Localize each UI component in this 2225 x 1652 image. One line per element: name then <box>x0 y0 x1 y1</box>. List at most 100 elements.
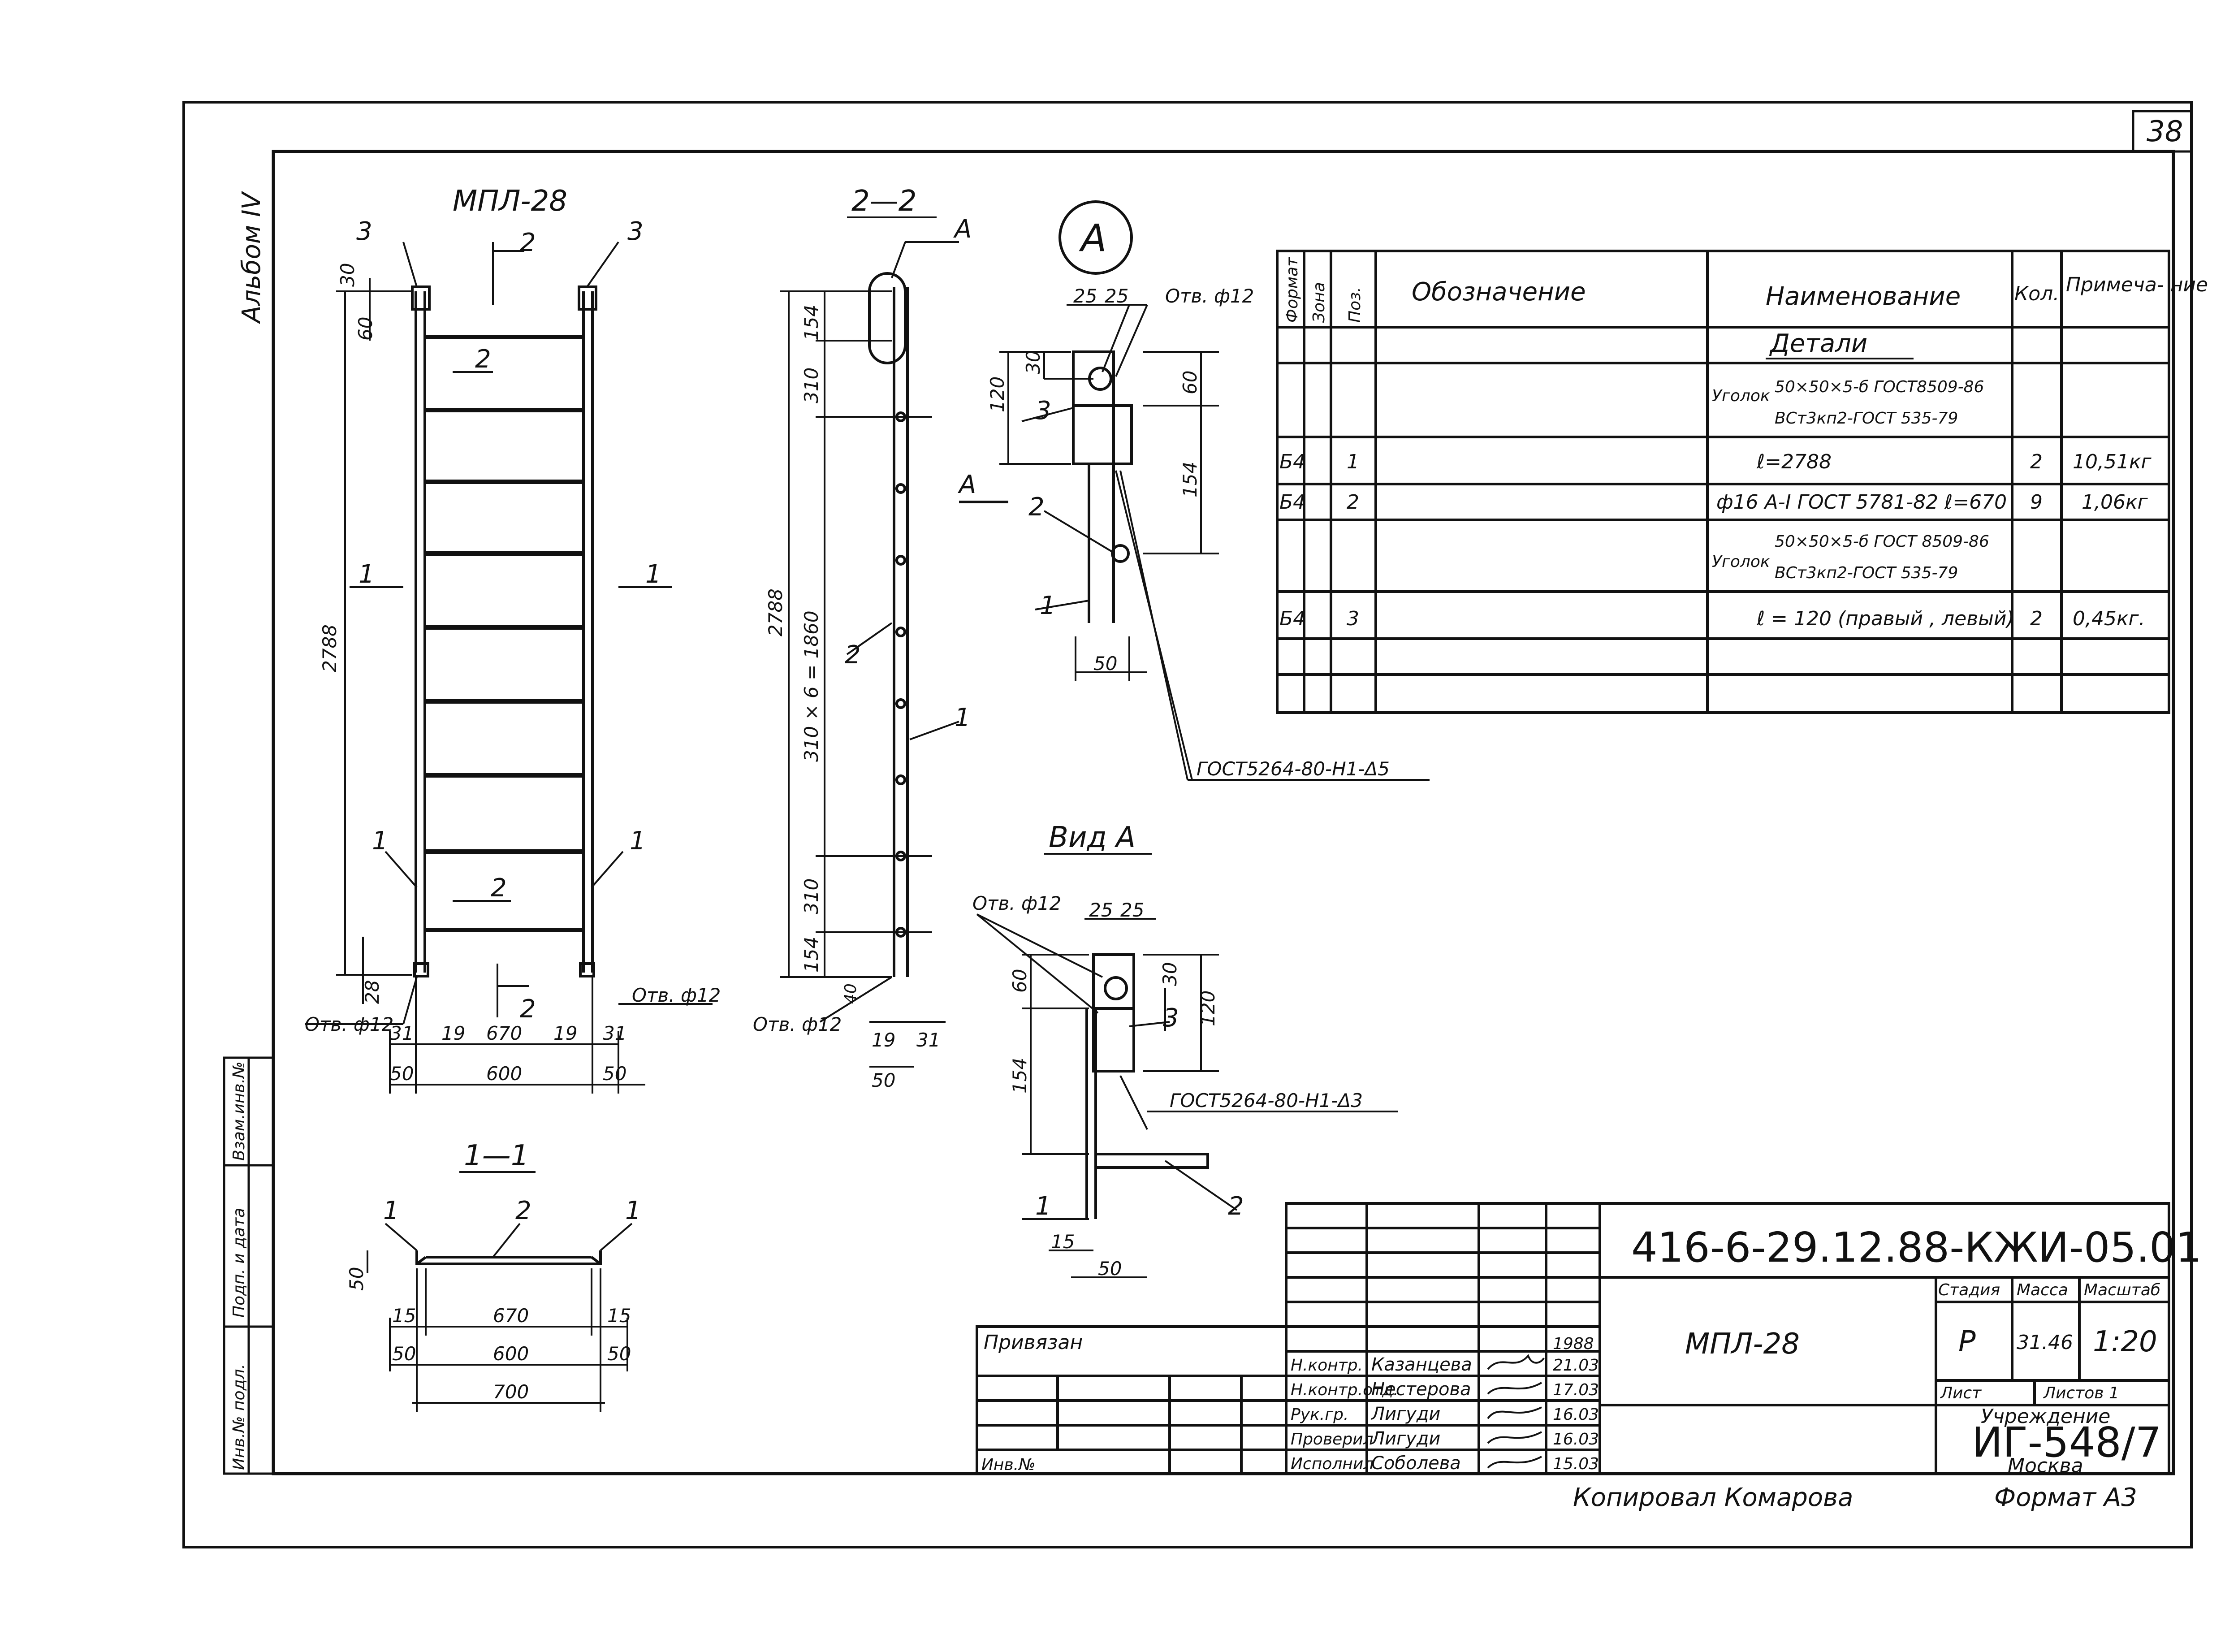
sheet-number: 38 <box>2147 115 2183 148</box>
dim-120-view: 120 <box>1197 990 1219 1026</box>
hole-note-right: Отв. ф12 <box>632 984 721 1006</box>
view-a-title: Вид А <box>1049 821 1136 854</box>
dim-50-left: 50 <box>390 1063 414 1085</box>
pos-3-left: 3 <box>356 217 372 246</box>
person-4-name: Лигуди <box>1370 1428 1440 1449</box>
hole-note-left: Отв. ф12 <box>305 1013 393 1035</box>
person-2-name: Нестерова <box>1371 1379 1471 1400</box>
title-org-1: Учреждение <box>1981 1405 2110 1428</box>
detail-a-view <box>1072 350 1133 623</box>
ladder-rungs <box>425 335 583 932</box>
dim-310-s22-top: 310 <box>800 368 822 403</box>
title-scale: 1:20 <box>2093 1325 2157 1358</box>
dim-50-s11-left: 50 <box>392 1343 416 1365</box>
hole-note-view: Отв. ф12 <box>972 892 1061 914</box>
dim-25b-detail: 25 <box>1105 285 1128 307</box>
ladder-elevation <box>411 285 597 977</box>
weld-note-2: ГОСТ5264-80-Н1-Δ3 <box>1170 1090 1363 1111</box>
dim-154-detail: 154 <box>1179 462 1201 497</box>
section-22-view <box>868 272 909 977</box>
dim-15-view: 15 <box>1051 1231 1075 1253</box>
title-mass-label: Масса <box>2017 1281 2068 1299</box>
signatures <box>1487 1354 1545 1469</box>
dim-50-right: 50 <box>603 1063 626 1085</box>
dim-50-s11-right: 50 <box>607 1343 631 1365</box>
dim-310-s22-bottom: 310 <box>800 878 822 914</box>
sheet-number-box <box>2132 110 2193 153</box>
dim-50-detail: 50 <box>1093 653 1117 675</box>
title-name: МПЛ-28 <box>1685 1328 1800 1361</box>
person-5-role: Исполнил <box>1291 1455 1374 1473</box>
title-org-2: ИГ-548/7 <box>1972 1418 2161 1466</box>
pos-3-right: 3 <box>627 217 644 246</box>
spec-row3-note: 1,06кг <box>2082 491 2148 514</box>
person-5-name: Соболева <box>1371 1453 1461 1474</box>
title-sheets-label: Листов 1 <box>2043 1384 2119 1402</box>
dim-60-main: 60 <box>354 317 376 341</box>
main-dim-lines <box>305 241 713 1094</box>
pos-2-top: 2 <box>475 345 491 374</box>
person-5-date: 15.03 <box>1553 1455 1599 1473</box>
dim-25a-detail: 25 <box>1073 285 1097 307</box>
dim-310x6-s22: 310 × 6 = 1860 <box>800 610 822 762</box>
spec-row4-name2: ВСт3кп2-ГОСТ 535-79 <box>1775 564 1958 582</box>
person-2-date: 17.03 <box>1553 1381 1599 1399</box>
dim-28-main: 28 <box>361 980 383 1004</box>
pos-3-detail: 3 <box>1035 396 1051 425</box>
dim-154-s22-top: 154 <box>800 305 822 341</box>
title-org-3: Москва <box>2008 1454 2083 1477</box>
section-mark-bottom: 2 <box>520 995 536 1024</box>
pos-1-left: 1 <box>372 826 388 856</box>
spec-row2-name: ℓ=2788 <box>1756 450 1832 473</box>
spec-section-title: Детали <box>1769 329 1867 358</box>
side-stamp <box>223 1056 275 1475</box>
dim-600-main: 600 <box>486 1063 522 1085</box>
person-3-name: Лигуди <box>1370 1404 1440 1424</box>
dim-2788-main: 2788 <box>319 624 341 672</box>
person-4-role: Проверил <box>1291 1430 1374 1449</box>
dim-154-s22-bottom: 154 <box>800 937 822 973</box>
dim-154-view: 154 <box>1009 1058 1031 1094</box>
spec-row3-pos: 2 <box>1347 491 1359 514</box>
dim-50-s11-vert: 50 <box>346 1267 367 1291</box>
dim-600-s11: 600 <box>493 1343 529 1365</box>
dim-25a-view: 25 <box>1089 899 1113 921</box>
detail-a-circle <box>1058 200 1133 275</box>
dim-19-left: 19 <box>441 1022 465 1044</box>
pos-2-view: 2 <box>1228 1192 1244 1221</box>
dim-31-left: 31 <box>390 1022 414 1044</box>
section-mark-1-left: 1 <box>359 560 375 589</box>
hole-note-s22: Отв. ф12 <box>753 1013 842 1035</box>
spec-row1-name1: 50×50×5-б ГОСТ8509-86 <box>1775 378 1984 396</box>
weld-note-1: ГОСТ5264-80-Н1-Δ5 <box>1197 758 1390 780</box>
section-mark-top: 2 <box>520 228 536 257</box>
pos-1-view: 1 <box>1035 1192 1051 1221</box>
spec-row3-name: ф16 А-I ГОСТ 5781-82 ℓ=670 <box>1716 491 2007 514</box>
pos-2-s11: 2 <box>515 1196 531 1225</box>
title-privyazan: Привязан <box>984 1331 1083 1354</box>
title-stage: Р <box>1958 1325 1976 1358</box>
dim-25b-view: 25 <box>1120 899 1144 921</box>
title-year: 1988 <box>1553 1335 1594 1353</box>
spec-row5-qty: 2 <box>2030 607 2043 630</box>
dim-670-s11: 670 <box>493 1305 529 1327</box>
spec-header-zone: Зона <box>1310 282 1328 323</box>
spec-row2-qty: 2 <box>2030 450 2043 473</box>
side-stamp-replace: Взам.инв.№ <box>230 1061 248 1161</box>
person-2-role: Н.контр.отд. <box>1291 1381 1398 1399</box>
spec-header-format: Формат <box>1283 257 1301 323</box>
section-mark-1-right: 1 <box>645 560 661 589</box>
spec-row1-prefix: Уголок <box>1712 387 1770 405</box>
view-arrow-a: А <box>958 470 976 499</box>
spec-row3-qty: 9 <box>2030 491 2043 514</box>
pos-1-s11-left: 1 <box>383 1196 399 1225</box>
dim-60-detail: 60 <box>1179 371 1201 394</box>
pos-2-bottom: 2 <box>491 874 507 903</box>
spec-row2-pos: 1 <box>1347 450 1359 473</box>
main-view-title: МПЛ-28 <box>453 185 567 218</box>
section-22-title: 2—2 <box>851 185 916 218</box>
side-stamp-sign: Подп. и дата <box>230 1208 248 1318</box>
pos-2-s22: 2 <box>845 640 861 670</box>
pos-1-right: 1 <box>630 826 646 856</box>
